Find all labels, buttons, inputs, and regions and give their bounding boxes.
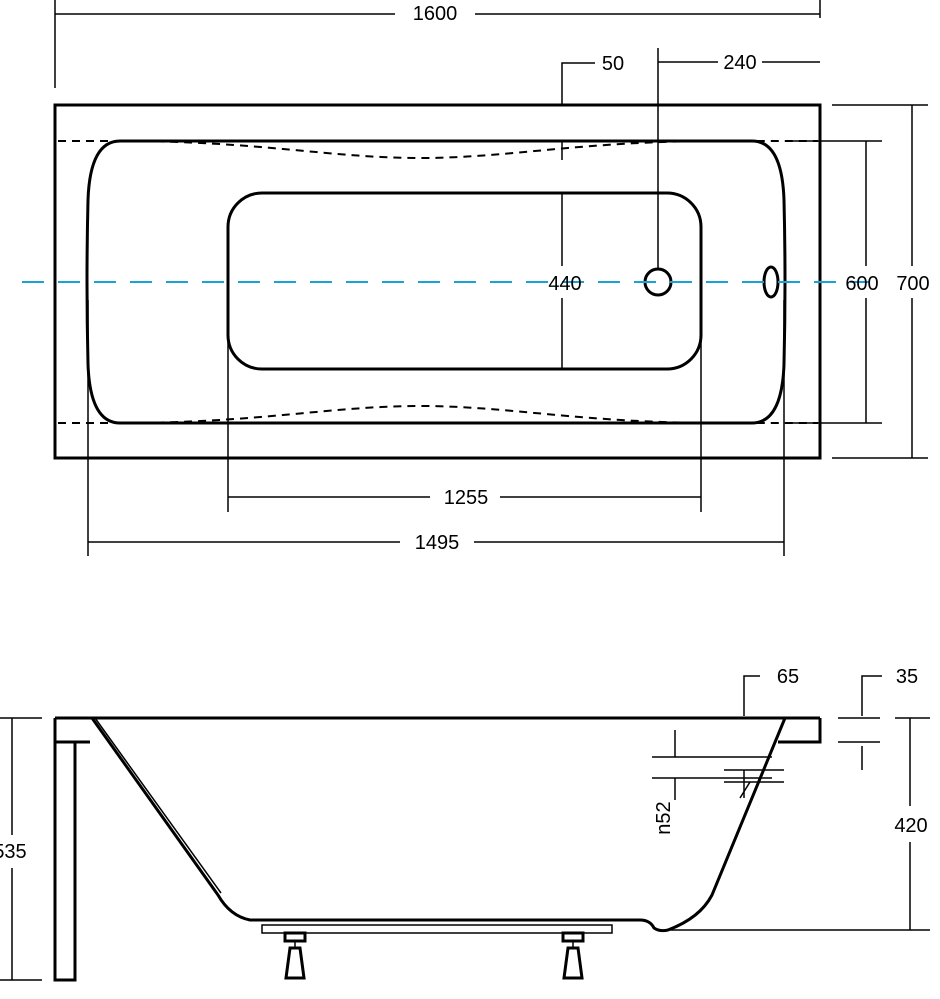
dim-440: 440 — [548, 193, 582, 369]
rim-end — [778, 718, 822, 744]
support-panel — [53, 740, 77, 982]
bath-shell-inner — [94, 717, 222, 894]
overflow-icon — [762, 265, 780, 299]
rim-dashed-top — [58, 140, 818, 160]
dim-interior-width: 600 — [845, 273, 878, 295]
dim-inner-length: 1255 — [444, 487, 489, 509]
basin-bottom — [226, 191, 703, 371]
dim-overall-length: 1600 — [413, 3, 458, 25]
dim-depth: 420 — [894, 815, 927, 837]
top-view: 1600 50 240 440 600 — [22, 0, 930, 556]
side-view: 65 35 n52 420 — [0, 666, 930, 982]
dim-overall-width: 700 — [896, 273, 929, 295]
right-foot — [561, 931, 585, 980]
dim-240: 240 — [657, 48, 820, 270]
dim-rim-width: 65 — [777, 666, 799, 688]
dim-rim-thickness: 35 — [896, 666, 918, 688]
dim-n52: n52 — [652, 730, 772, 835]
dim-overflow: n52 — [653, 801, 675, 834]
basin-outline — [85, 139, 787, 425]
dim-35: 35 — [838, 666, 918, 770]
dim-interior-length: 1495 — [415, 532, 460, 554]
left-apron — [53, 718, 90, 744]
dim-535: 535 — [0, 717, 42, 981]
dim-1600: 1600 — [54, 0, 821, 88]
dim-600: 600 — [790, 140, 882, 424]
dim-drain-offset: 240 — [723, 52, 756, 74]
dim-50: 50 — [561, 53, 624, 160]
left-foot — [283, 931, 307, 980]
dim-total-height: 535 — [0, 841, 27, 863]
dim-inner-width: 440 — [548, 273, 581, 295]
rim-dashed-bottom — [58, 404, 818, 424]
dim-700: 700 — [832, 104, 930, 459]
dim-rim-edge: 50 — [602, 53, 624, 75]
dim-420: 420 — [668, 717, 930, 931]
base-plate — [261, 924, 613, 934]
dim-1495: 1495 — [87, 300, 785, 556]
bath-shell — [90, 717, 787, 933]
dim-65: 65 — [743, 666, 799, 716]
dim-1255: 1255 — [227, 300, 702, 512]
